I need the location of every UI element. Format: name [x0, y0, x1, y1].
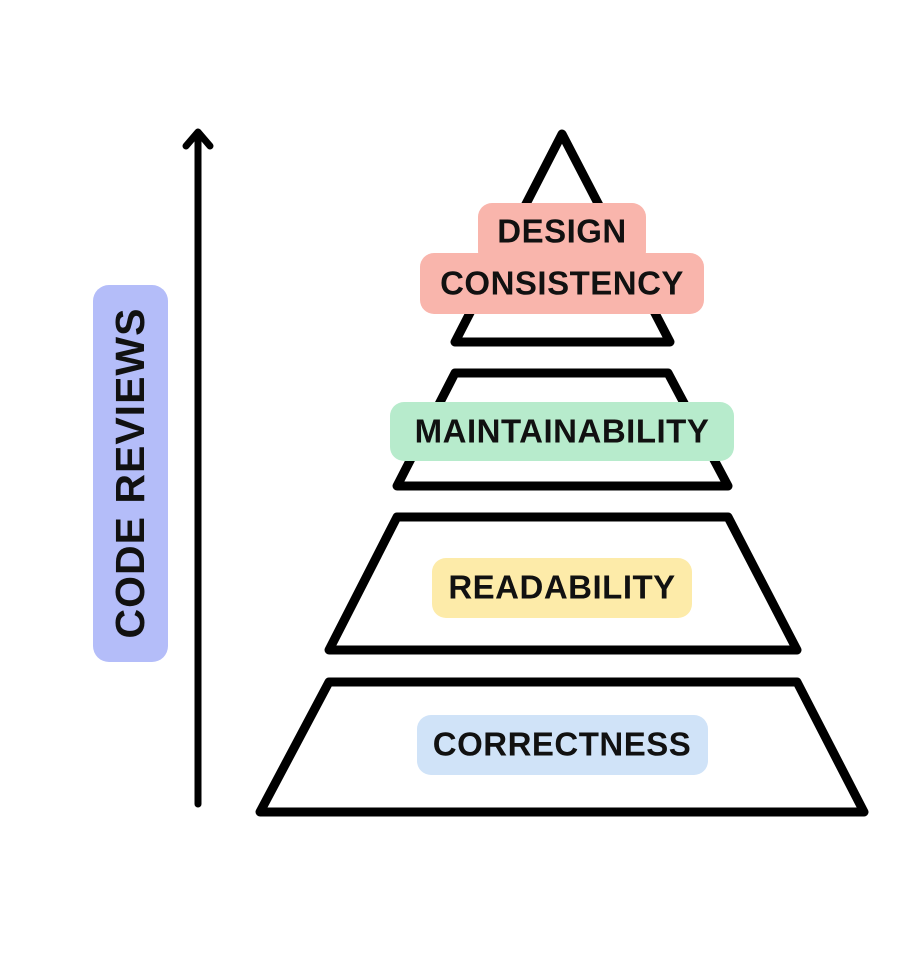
level-label-line: READABILITY: [448, 569, 675, 606]
level-readability: READABILITY: [432, 558, 692, 618]
arrow-head: [182, 128, 214, 150]
side-label: CODE REVIEWS: [93, 285, 168, 662]
level-label-line: CORRECTNESS: [433, 726, 692, 763]
tier-correctness: [255, 677, 869, 817]
side-label-background: [93, 285, 168, 662]
tier-readability: [324, 512, 802, 655]
level-label-line: CONSISTENCY: [440, 265, 684, 302]
level-label-background: [390, 402, 734, 461]
level-maintainability: MAINTAINABILITY: [390, 402, 734, 461]
upward-arrow: [182, 128, 214, 808]
level-design-consistency: DESIGN CONSISTENCY: [420, 203, 704, 314]
level-label-background: [432, 558, 692, 618]
level-label-background: [478, 203, 646, 265]
level-label-background: [420, 253, 704, 314]
level-label-line: MAINTAINABILITY: [415, 413, 710, 450]
level-correctness: CORRECTNESS: [417, 715, 708, 775]
side-label-text: CODE REVIEWS: [107, 308, 153, 639]
level-label-background: [417, 715, 708, 775]
level-label-line: DESIGN: [497, 213, 627, 250]
